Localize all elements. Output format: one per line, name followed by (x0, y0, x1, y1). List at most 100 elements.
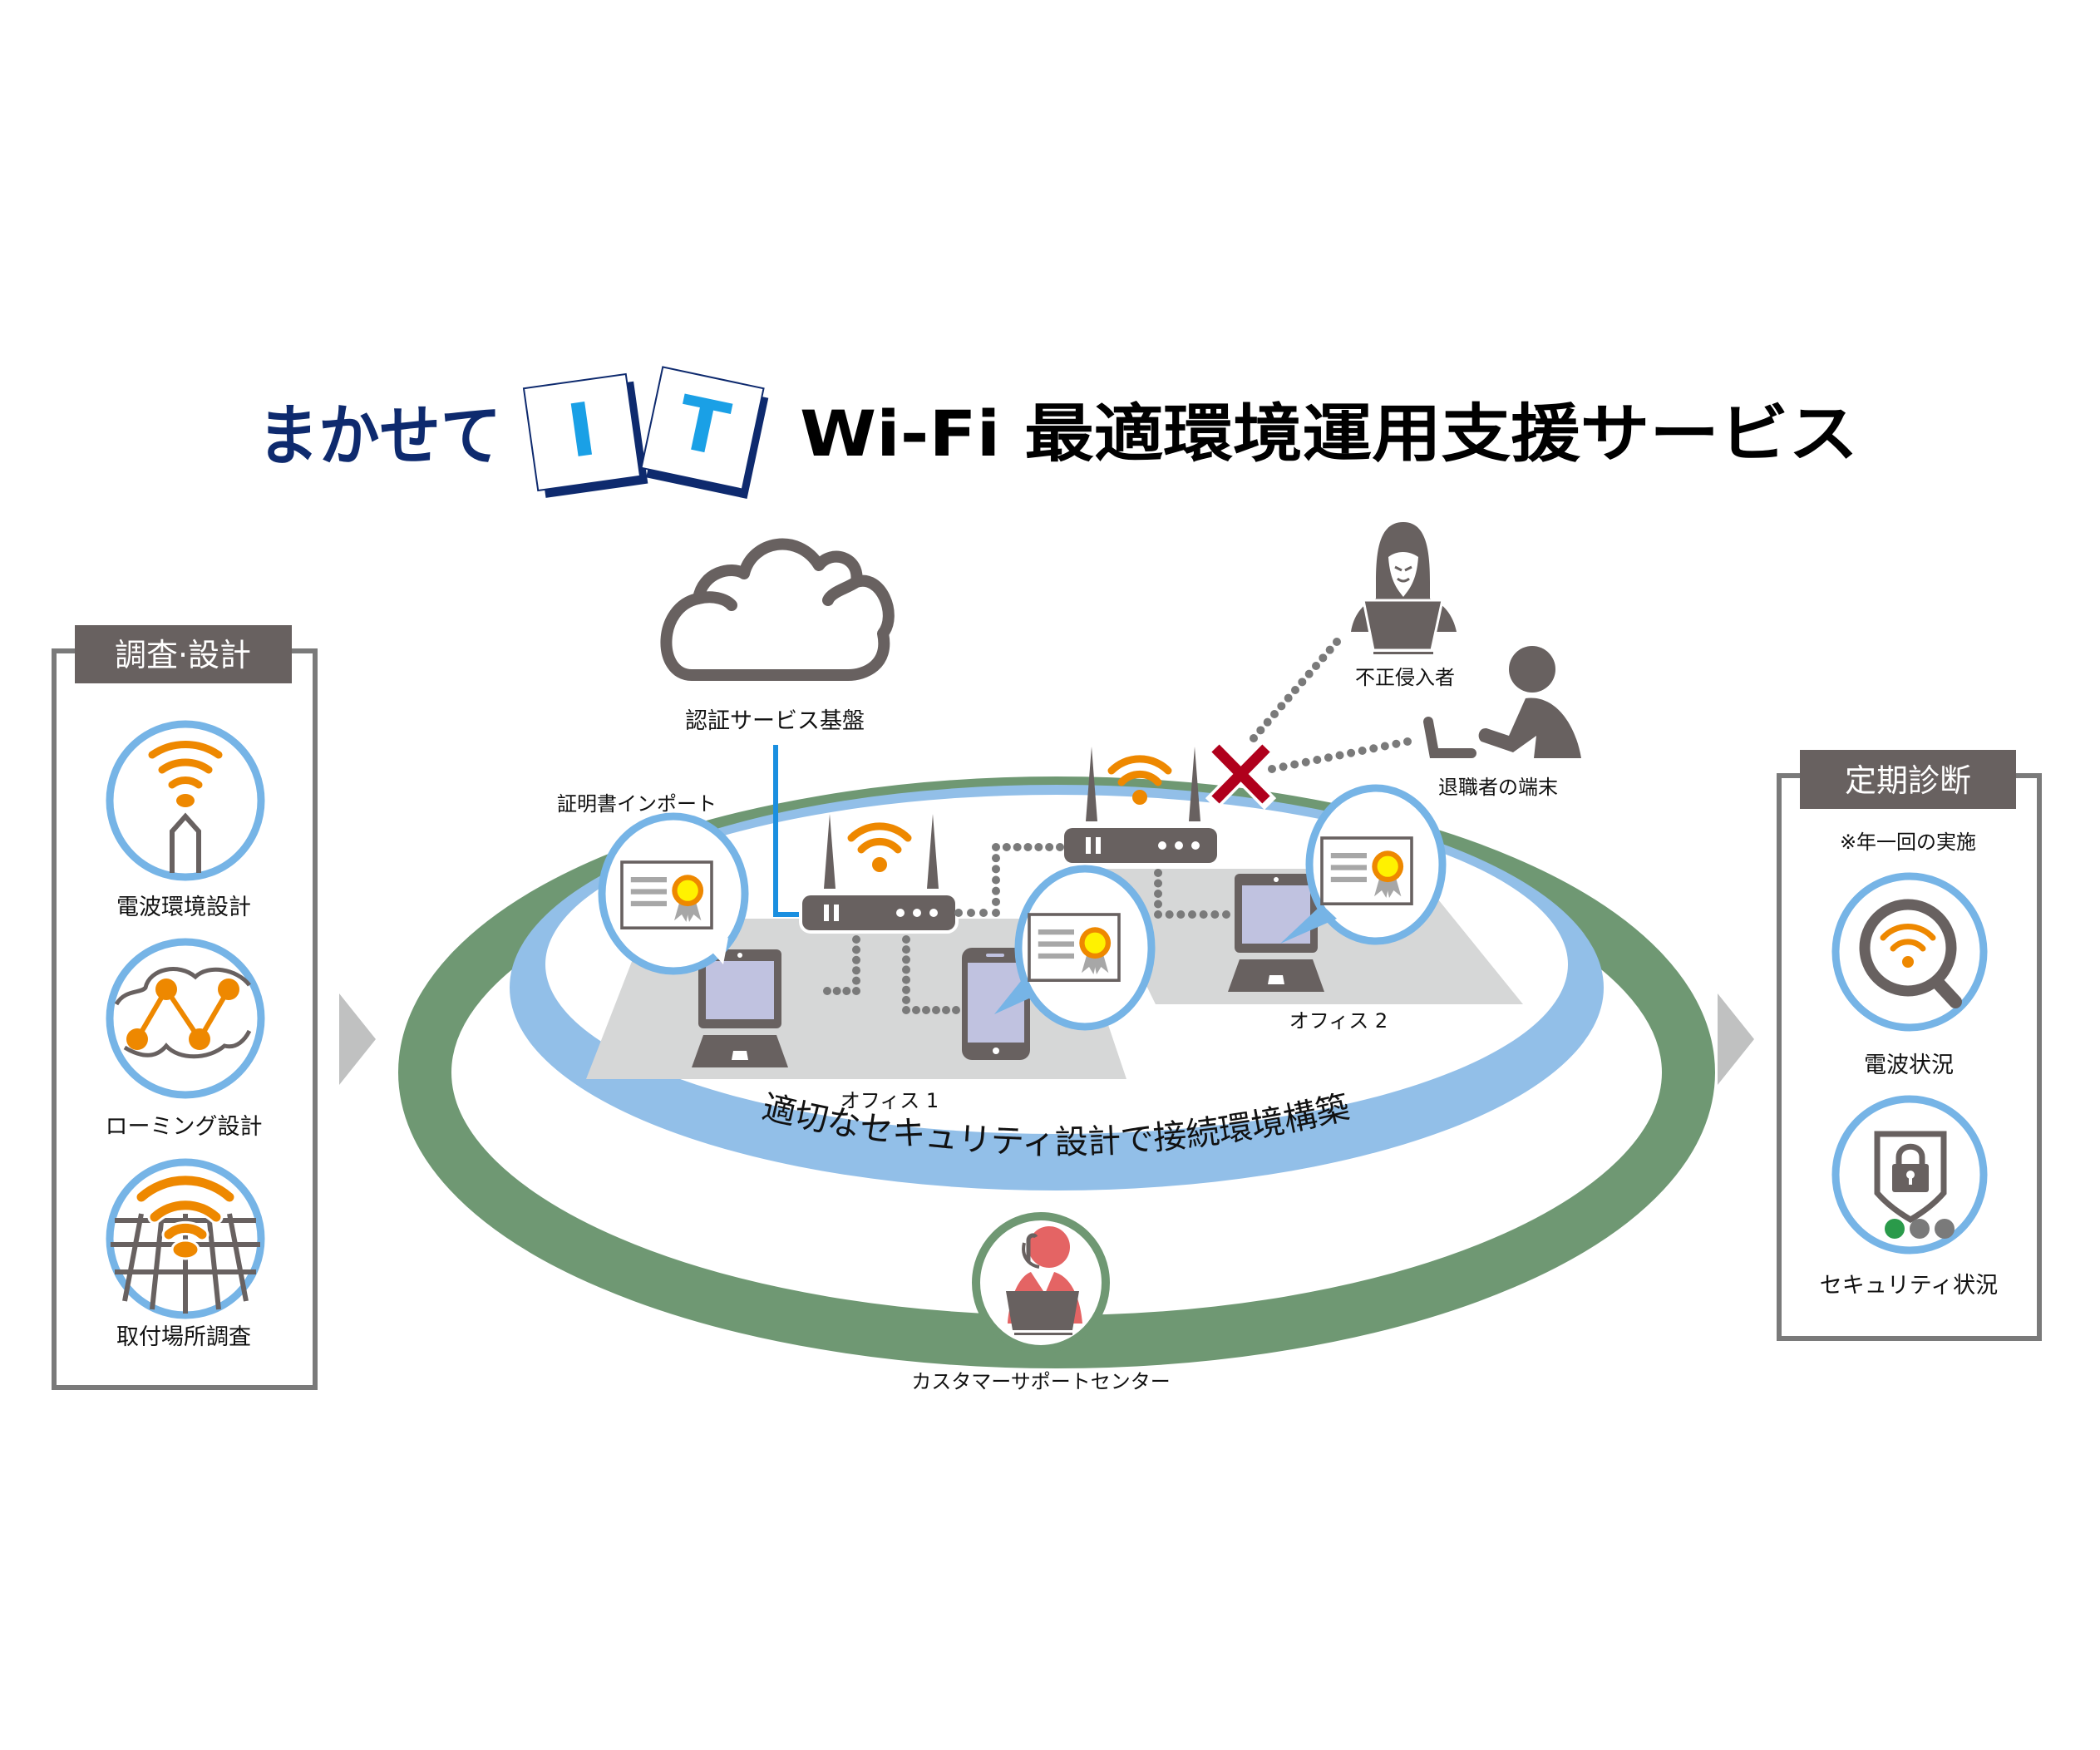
item-label: セキュリティ状況 (1820, 1273, 1998, 1299)
security-shield-lock-icon (1831, 1095, 1988, 1255)
certificate-icon (1028, 913, 1121, 982)
item-label: 電波環境設計 (116, 895, 251, 920)
connection-dot (932, 1006, 940, 1014)
connection-dot (852, 976, 860, 985)
connection-dot (1347, 748, 1356, 757)
connection-dot (1154, 910, 1162, 919)
connection-dot (1013, 843, 1022, 851)
panel-title-box (1800, 750, 2016, 809)
connection-dot (1154, 879, 1162, 888)
status-light-gray (1910, 1219, 1930, 1239)
wifi-floorplan-icon (106, 1158, 265, 1319)
connection-dot (1154, 869, 1162, 877)
auth-service-label: 認証サービス基盤 (685, 708, 865, 734)
threat-dotted-lines (1250, 638, 1412, 773)
connection-dot (902, 1006, 910, 1014)
connection-dot (952, 1006, 960, 1014)
auth-cloud-icon (660, 538, 895, 681)
flow-arrow-right (1718, 993, 1754, 1085)
retiree-terminal-icon (1423, 646, 1581, 758)
connection-dot (852, 935, 860, 944)
connection-dot (1263, 717, 1272, 727)
status-light-green (1885, 1219, 1905, 1239)
connection-dot (1256, 726, 1265, 735)
connection-dot (1301, 757, 1310, 767)
connection-dot (912, 1006, 920, 1014)
connection-dot (1291, 686, 1299, 694)
connection-dot (902, 965, 910, 974)
item-radio-design: 電波環境設計 (106, 720, 265, 920)
office-2-label: オフィス 2 (1289, 1009, 1388, 1033)
connection-dot (1290, 760, 1299, 769)
connection-dot (992, 865, 1000, 874)
connection-dot (852, 966, 860, 975)
connection-dot (992, 897, 1000, 906)
frequency-note: ※年一回の実施 (1840, 831, 1976, 854)
survey-design-panel: 調査·設計 電波環境設計 (52, 625, 318, 1390)
service-title: Wi-Fi 最適環境運用支援サービス (800, 397, 1858, 471)
laptop-office-1 (692, 949, 788, 1067)
periodic-diagnosis-panel: 定期診断 ※年一回の実施 電波状況 (1777, 750, 2042, 1341)
connection-dot (1270, 710, 1279, 718)
connection-dot (1154, 900, 1162, 909)
connection-dot (902, 995, 910, 1004)
connection-dot (1369, 744, 1378, 753)
connection-dot (902, 975, 910, 984)
item-roaming-design: ローミング設計 (106, 938, 265, 1140)
panel-title-box (75, 625, 292, 683)
brand-prefix: まかせて (258, 397, 501, 475)
item-label: 電波状況 (1864, 1052, 1954, 1078)
certificate-bubble-3 (1280, 784, 1447, 945)
connection-dot (1002, 843, 1011, 851)
status-light-gray (1935, 1219, 1955, 1239)
connection-dot (902, 955, 910, 964)
connection-dot (1403, 737, 1412, 746)
title-banner: まかせて I T Wi-Fi 最適環境運用支援サービス (258, 366, 1858, 499)
office-1-label: オフィス 1 (840, 1089, 939, 1112)
intruder-label: 不正侵入者 (1355, 666, 1455, 689)
connection-dot (1056, 843, 1064, 851)
remote-support-label-right: した運用支援 (1134, 1219, 1334, 1294)
item-security-status: セキュリティ状況 (1820, 1095, 1998, 1299)
support-center-label: カスタマーサポートセンター (911, 1370, 1171, 1393)
connection-dot (1279, 762, 1288, 771)
connection-dot (1188, 910, 1196, 919)
connection-dot (1210, 910, 1220, 919)
connection-dot (1335, 751, 1344, 760)
certificate-icon (1320, 836, 1413, 905)
certificate-bubble-1 (598, 812, 749, 975)
connection-dot (902, 935, 910, 944)
roaming-network-icon (106, 938, 265, 1099)
connection-dot (1392, 739, 1401, 748)
connection-dot (1154, 890, 1162, 898)
connection-dot (1312, 662, 1320, 670)
intruder-icon (1351, 522, 1457, 654)
connection-dot (1034, 843, 1043, 851)
connection-dot (1358, 747, 1367, 755)
flow-arrow-left (339, 993, 376, 1085)
brand-logo-cards: I T (522, 366, 769, 499)
connection-dot (1023, 843, 1033, 851)
item-label: 取付場所調査 (116, 1324, 251, 1350)
connection-dot (1333, 638, 1341, 646)
connection-dot (967, 909, 975, 917)
connection-dot (979, 909, 988, 917)
connection-dot (954, 909, 963, 917)
connection-dot (992, 875, 1000, 885)
connection-dot (852, 987, 860, 995)
panel-title: 調査·設計 (115, 637, 251, 673)
connection-dot (1045, 843, 1054, 851)
cert-import-label: 証明書インポート (557, 792, 717, 816)
connection-dot (1313, 756, 1322, 764)
connection-dot (1277, 702, 1286, 711)
connection-dot (1304, 669, 1314, 678)
connection-dot (942, 1006, 950, 1014)
item-label: ローミング設計 (106, 1114, 263, 1140)
connection-dot (1176, 910, 1186, 919)
connection-dot (1222, 910, 1230, 919)
wifi-antenna-icon (106, 720, 265, 881)
wifi-search-icon (1831, 872, 1988, 1032)
connection-dot (1165, 910, 1174, 919)
panel-title: 定期診断 (1845, 762, 1971, 799)
